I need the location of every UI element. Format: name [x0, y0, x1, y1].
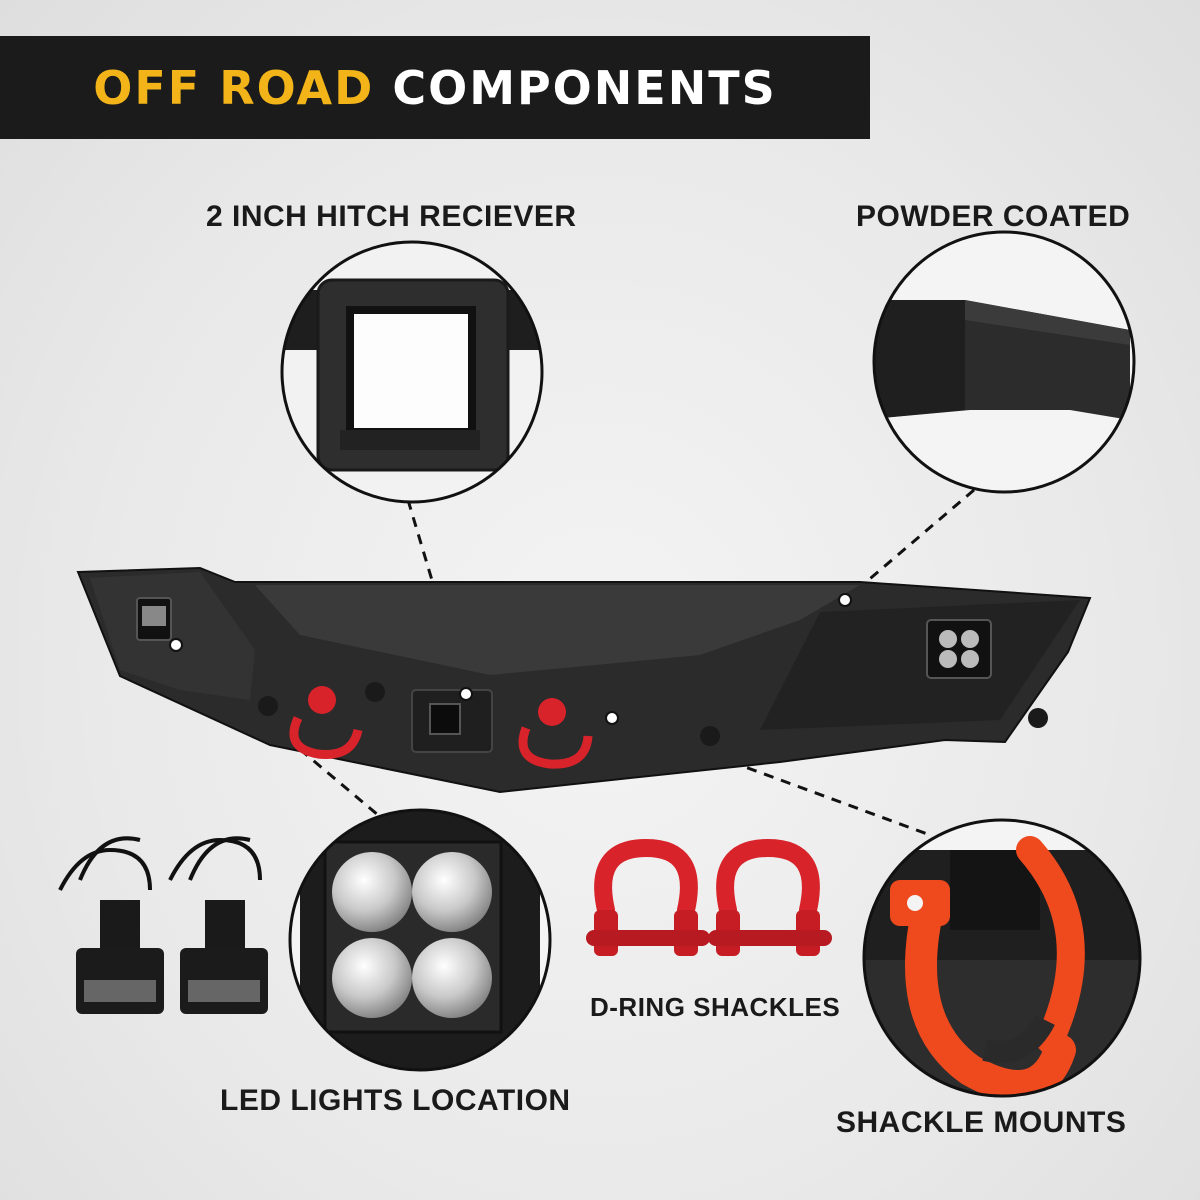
powder-coated-label: POWDER COATED [856, 200, 1131, 233]
hitch-receiver-label: 2 INCH HITCH RECIEVER [206, 200, 577, 233]
title-highlight: OFF ROAD [93, 60, 375, 115]
shackle-mount-image [862, 818, 1142, 1098]
bumper-image [76, 566, 1092, 794]
led-lights-label: LED LIGHTS LOCATION [220, 1084, 571, 1117]
led-light-image [288, 808, 552, 1072]
shackle-mounts-label: SHACKLE MOUNTS [836, 1106, 1127, 1139]
powder-coat-image [872, 230, 1136, 494]
d-ring-shackles-label: D-RING SHACKLES [590, 992, 841, 1022]
hitch-receiver-image [280, 240, 544, 504]
title-banner: OFF ROAD COMPONENTS [0, 36, 870, 139]
d-ring-shackle-image [586, 838, 832, 956]
title-rest: COMPONENTS [392, 60, 777, 115]
spare-led-lights-image [58, 836, 268, 1014]
